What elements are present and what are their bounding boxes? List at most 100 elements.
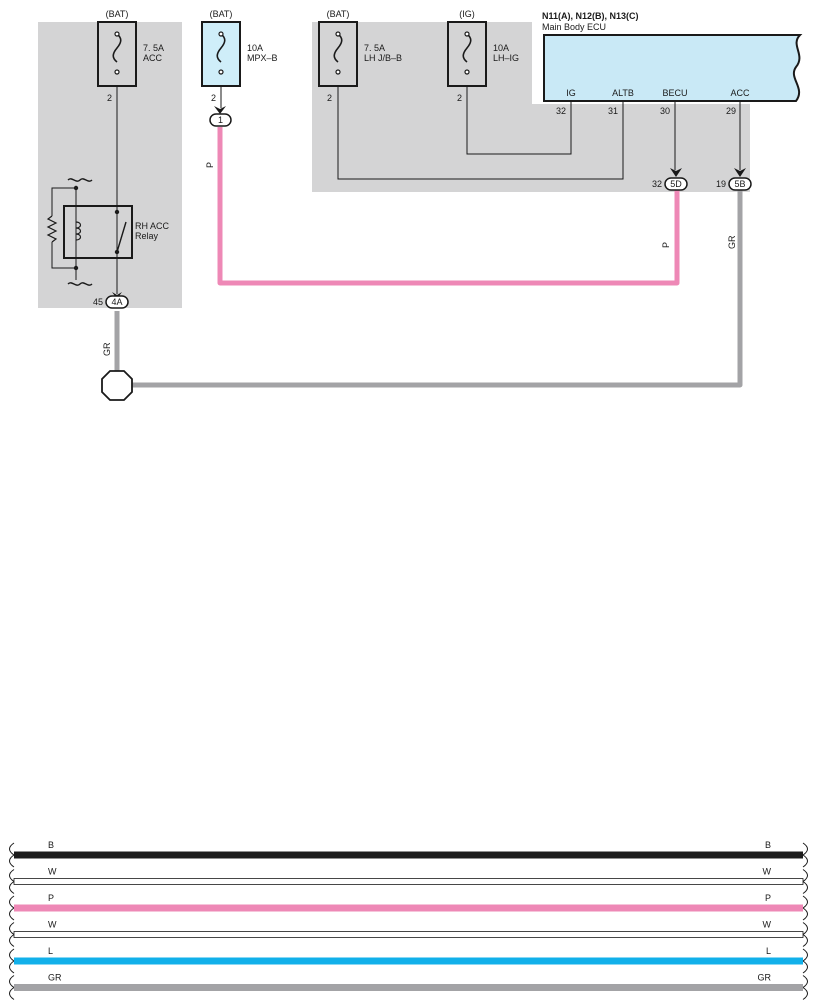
fuse-lh-ig-name: LH–IG <box>493 53 519 63</box>
ecu-connector-title: N11(A), N12(B), N13(C) <box>542 11 639 21</box>
connector-4a: 4A 45 <box>93 292 129 309</box>
tilde-bottom <box>67 282 93 286</box>
left-junction-panel <box>38 22 182 308</box>
wire-label-acc-relay: GR <box>102 342 112 356</box>
ecu-terminal-altb: ALTB <box>612 88 634 98</box>
legend-label-right: P <box>765 893 771 903</box>
legend-wire-w <box>13 878 804 885</box>
connector-5d-id: 5D <box>670 179 682 189</box>
legend-wire-l <box>14 957 803 965</box>
right-junction-panel <box>312 22 750 192</box>
legend-break-right <box>802 842 808 868</box>
legend-break-left <box>9 922 15 947</box>
fuse-acc-source: (BAT) <box>106 9 129 19</box>
fuse-acc-name: ACC <box>143 53 163 63</box>
main-body-ecu: N11(A), N12(B), N13(C) Main Body ECU IG … <box>542 11 803 116</box>
legend-wire-p <box>14 904 803 912</box>
legend-break-right <box>802 869 808 894</box>
relay-label-line1: RH ACC <box>135 221 170 231</box>
wire-gr-5b-to-splice <box>131 190 743 388</box>
legend-label-right: W <box>763 867 772 877</box>
legend-break-right <box>802 948 808 974</box>
switch-contact <box>116 221 127 253</box>
connector-5d-pin: 32 <box>652 179 662 189</box>
connector-1-id: 1 <box>218 115 223 125</box>
fuse-mpx-b-source: (BAT) <box>210 9 233 19</box>
ecu-terminal-becu: BECU <box>662 88 687 98</box>
legend-label-left: GR <box>48 973 62 983</box>
legend-wire-b <box>14 851 803 859</box>
ecu-name: Main Body ECU <box>542 22 606 32</box>
fuse-lh-ig-source: (IG) <box>459 9 475 19</box>
connector-5b: 5B 19 <box>716 168 752 191</box>
legend-row-gr: GR GR <box>9 973 808 1000</box>
wire-label-acc-ecu: GR <box>727 235 737 249</box>
resistor-icon <box>46 215 58 243</box>
connector-5b-id: 5B <box>734 179 745 189</box>
legend-label-right: GR <box>758 973 772 983</box>
legend-break-left <box>9 948 15 974</box>
fuse-lh-jb-b-symbol <box>333 33 343 63</box>
fuse-lh-jb-b-pin: 2 <box>327 93 332 103</box>
wire-lhjbb-to-ecu-altb <box>337 86 624 180</box>
fuse-lh-jb-b-rating: 7. 5A <box>364 43 385 53</box>
legend-wire-w <box>13 931 804 938</box>
legend-label-right: L <box>766 946 771 956</box>
splice-point-icon <box>101 370 133 401</box>
fuse-lh-ig-symbol <box>462 33 472 63</box>
fuse-lh-ig-pin: 2 <box>457 93 462 103</box>
legend-break-left <box>9 842 15 868</box>
fuse-lh-jb-b: (BAT) 7. 5A LH J/B–B 2 <box>318 9 402 103</box>
connector-4a-id: 4A <box>111 297 122 307</box>
legend-label-left: W <box>48 920 57 930</box>
fuse-mpx-b-symbol <box>216 33 226 63</box>
connector-1: 1 <box>209 106 232 127</box>
ecu-terminal-acc: ACC <box>730 88 750 98</box>
wire-p-mpx-to-becu <box>217 127 680 286</box>
fuse-acc: (BAT) 7. 5A ACC 2 <box>97 9 164 103</box>
legend-label-right: B <box>765 840 771 850</box>
legend-label-left: W <box>48 867 57 877</box>
ecu-terminal-ig: IG <box>566 88 576 98</box>
fuse-mpx-b-pin: 2 <box>211 93 216 103</box>
legend-break-right <box>802 975 808 1000</box>
fuse-lh-jb-b-source: (BAT) <box>327 9 350 19</box>
legend-label-left: B <box>48 840 54 850</box>
legend-label-right: W <box>763 920 772 930</box>
fuse-lh-jb-b-name: LH J/B–B <box>364 53 402 63</box>
ecu-pin-ig: 32 <box>556 106 566 116</box>
ecu-box <box>543 34 803 102</box>
wire-label-mpx: P <box>205 162 215 168</box>
tilde-top <box>67 178 93 182</box>
wire-label-becu: P <box>661 242 671 248</box>
ecu-pin-acc: 29 <box>726 106 736 116</box>
connector-5d: 5D 32 <box>652 168 688 191</box>
coil-icon <box>75 221 82 241</box>
legend-wire-gr <box>14 984 803 991</box>
legend-break-left <box>9 895 15 921</box>
fuse-acc-pin: 2 <box>107 93 112 103</box>
fuse-mpx-b-rating: 10A <box>247 43 263 53</box>
connector-4a-pin: 45 <box>93 297 103 307</box>
relay-box <box>63 205 133 259</box>
fuse-acc-rating: 7. 5A <box>143 43 164 53</box>
fuse-mpx-b: (BAT) 10A MPX–B 2 <box>201 9 278 103</box>
legend-label-left: P <box>48 893 54 903</box>
rh-acc-relay <box>46 178 133 286</box>
legend-break-right <box>802 895 808 921</box>
legend-label-left: L <box>48 946 53 956</box>
internal-wires <box>116 86 741 294</box>
connector-5b-pin: 19 <box>716 179 726 189</box>
legend-break-left <box>9 975 15 1000</box>
wire-lhig-to-ecu-ig <box>466 86 572 155</box>
fuse-acc-symbol <box>112 33 122 63</box>
fuse-lh-ig-rating: 10A <box>493 43 509 53</box>
legend-break-right <box>802 922 808 947</box>
legend-break-left <box>9 869 15 894</box>
ecu-pin-altb: 31 <box>608 106 618 116</box>
